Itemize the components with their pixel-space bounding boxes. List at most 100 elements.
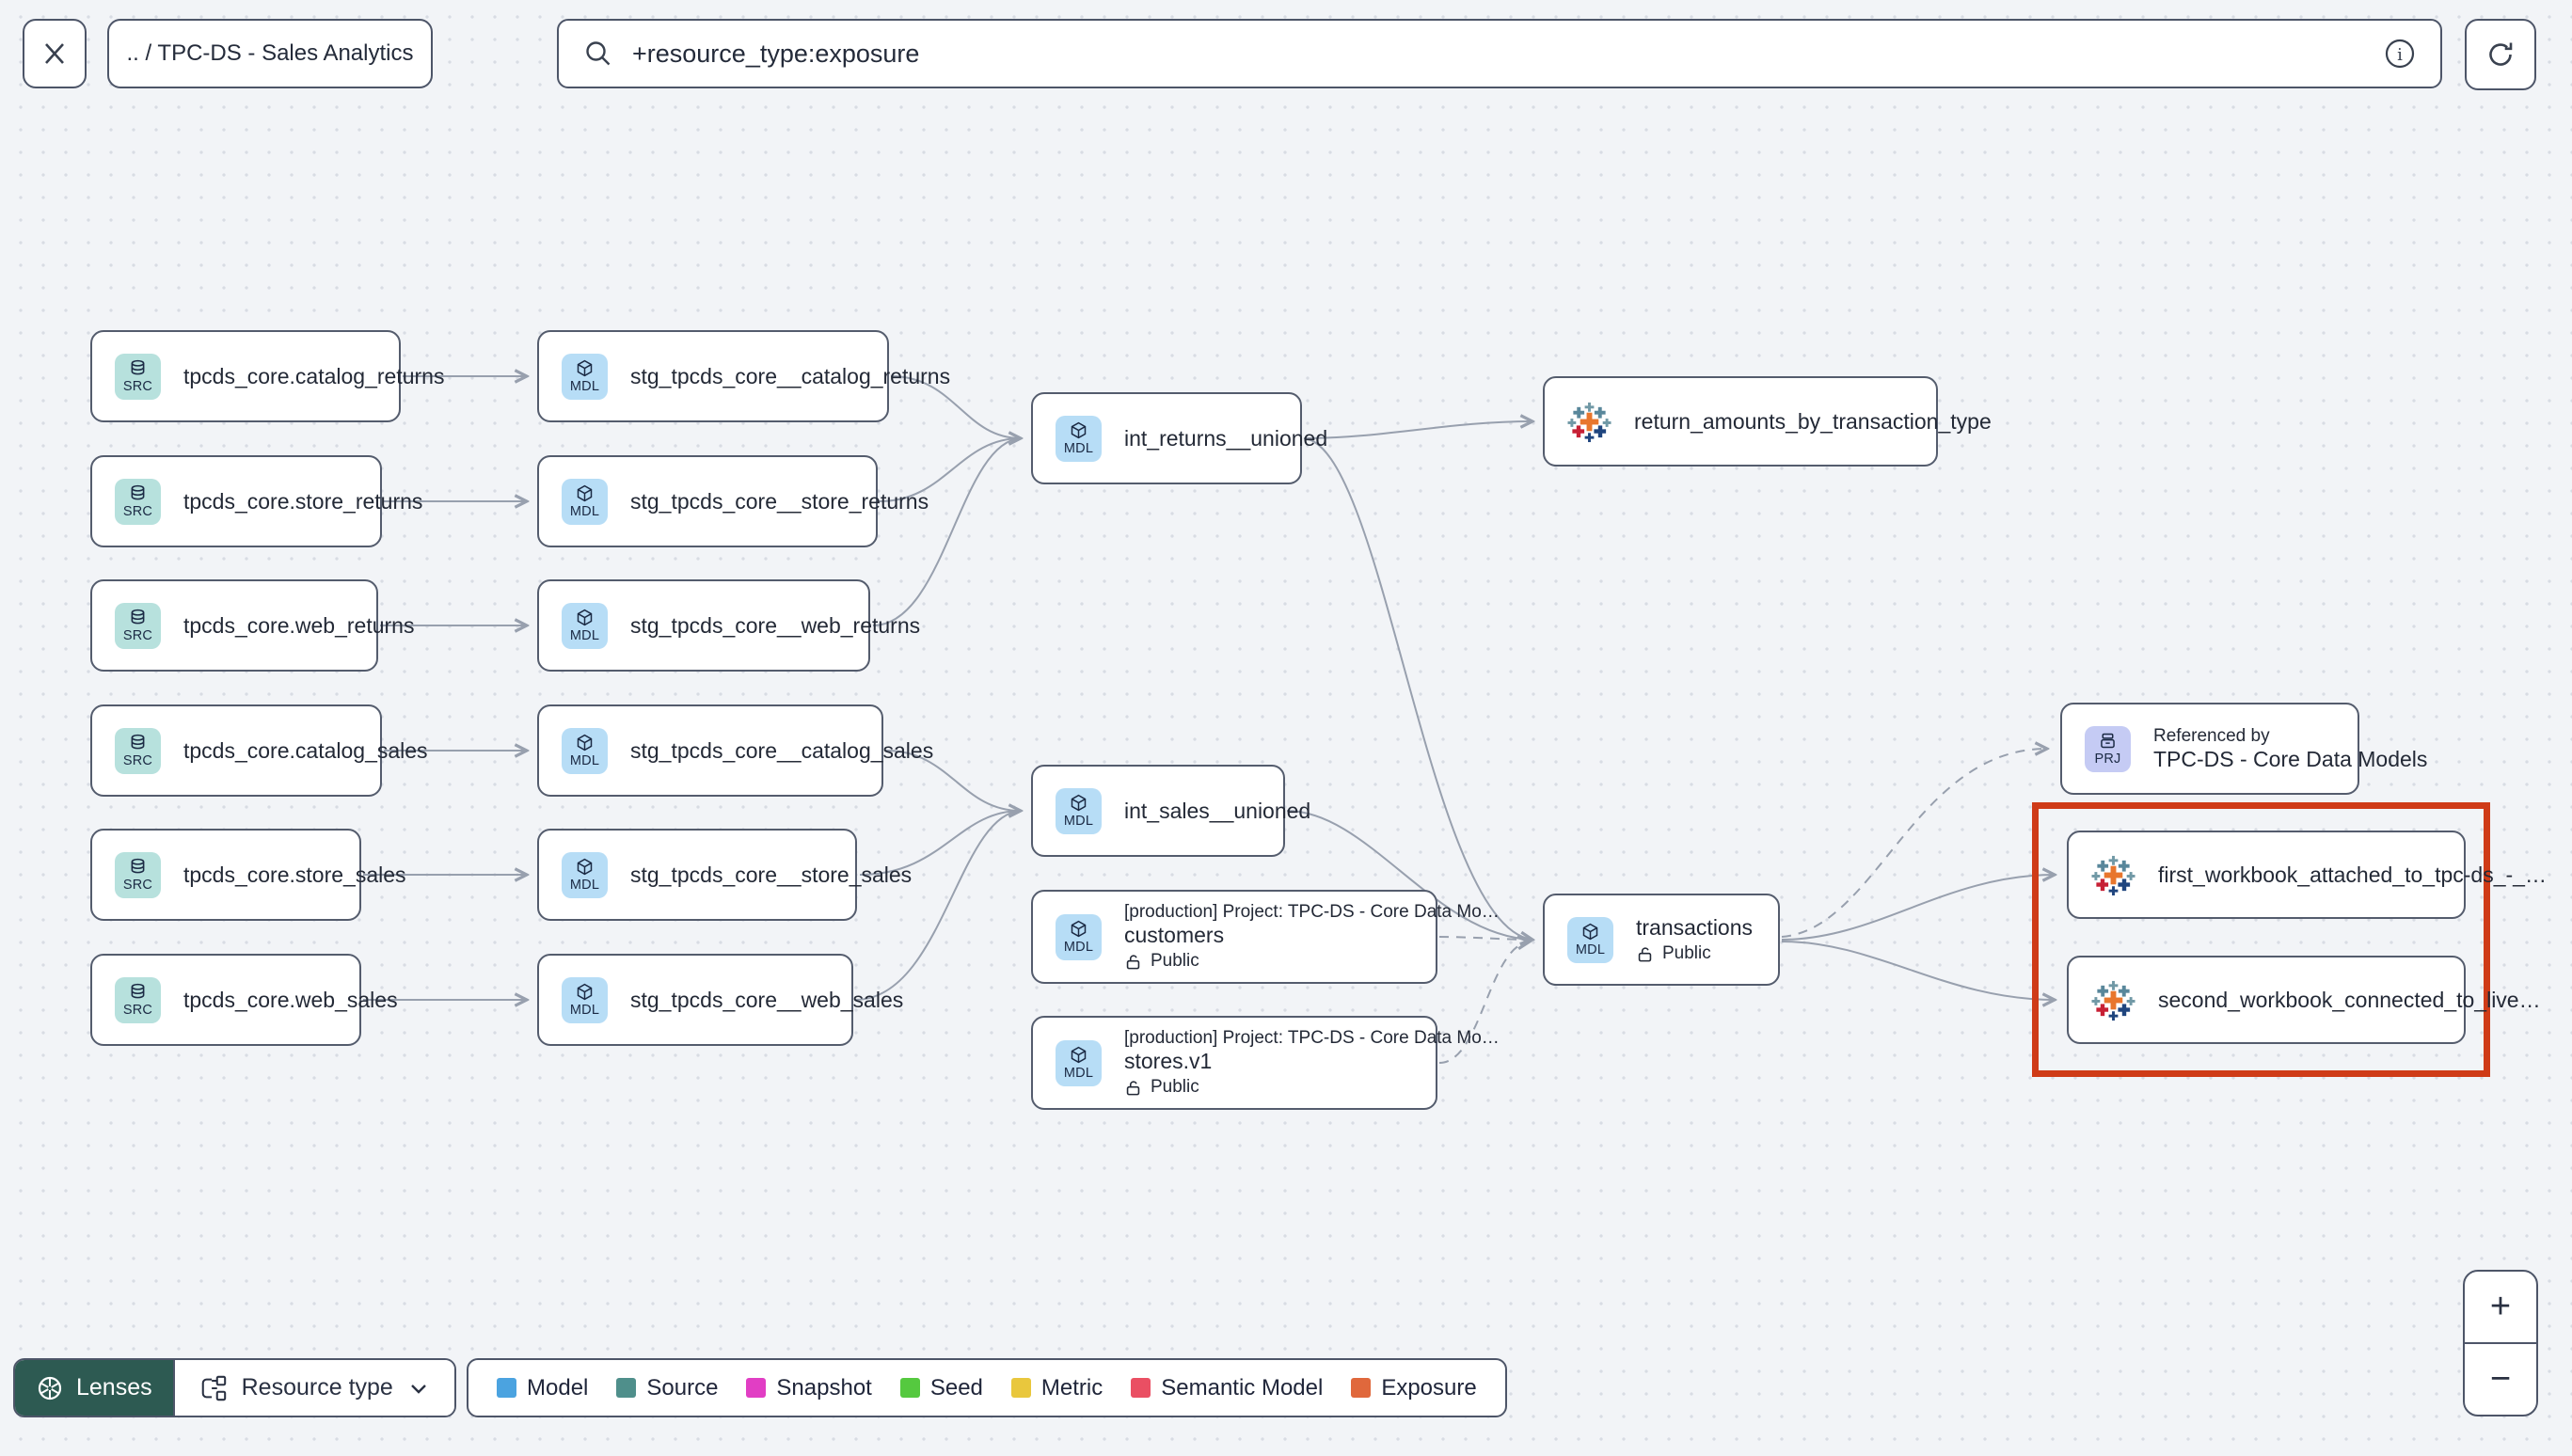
node-stg-catalog-returns[interactable]: MDL stg_tpcds_core__catalog_returns (537, 330, 950, 422)
breadcrumb[interactable]: .. / TPC-DS - Sales Analytics (107, 19, 433, 88)
breadcrumb-label: .. / TPC-DS - Sales Analytics (126, 40, 414, 66)
archive-icon (2101, 734, 2115, 749)
exposure-swatch (1351, 1378, 1372, 1398)
cube-icon (577, 609, 593, 626)
source-badge: SRC (115, 353, 161, 400)
legend-item-model: Model (497, 1375, 588, 1401)
node-exp-second-workbook[interactable]: second_workbook_connected_to_live… (2067, 956, 2541, 1044)
project-label: [production] Project: TPC-DS - Core Data… (1124, 1028, 1500, 1048)
node-stg-store-sales[interactable]: MDL stg_tpcds_core__store_sales (537, 829, 912, 921)
node-stg-catalog-sales[interactable]: MDL stg_tpcds_core__catalog_sales (537, 704, 933, 797)
snapshot-swatch (746, 1378, 767, 1398)
cube-icon (1071, 921, 1087, 938)
resource-type-icon (201, 1375, 226, 1401)
model-badge: MDL (562, 602, 608, 649)
close-button[interactable] (23, 19, 87, 88)
close-icon (45, 43, 64, 64)
cube-icon (577, 735, 593, 752)
model-badge: MDL (562, 727, 608, 774)
source-badge: SRC (115, 851, 161, 898)
cube-icon (577, 984, 593, 1001)
unlock-icon (1126, 1080, 1140, 1095)
node-src-store-sales[interactable]: SRC tpcds_core.store_sales (90, 829, 406, 921)
unlock-icon (1126, 954, 1140, 969)
node-src-store-returns[interactable]: SRC tpcds_core.store_returns (90, 455, 422, 547)
source-badge: SRC (115, 976, 161, 1023)
seed-swatch (899, 1378, 920, 1398)
tableau-icon (2091, 855, 2135, 895)
unlock-icon (1638, 946, 1652, 961)
source-badge: SRC (115, 478, 161, 525)
project-label: [production] Project: TPC-DS - Core Data… (1124, 902, 1500, 922)
resource-type-label: Resource type (241, 1374, 393, 1401)
referenced-by-label: Referenced by (2153, 725, 2270, 746)
legend-item-metric: Metric (1010, 1375, 1103, 1401)
node-customers[interactable]: MDL [production] Project: TPC-DS - Core … (1031, 890, 1500, 984)
resource-type-legend: Model Source Snapshot Seed Metric Semant… (467, 1358, 1507, 1417)
node-int-returns-unioned[interactable]: MDL int_returns__unioned (1031, 392, 1327, 484)
chevron-down-icon (410, 1384, 426, 1394)
node-exp-return-amounts[interactable]: return_amounts_by_transaction_type (1543, 376, 1992, 467)
node-stg-store-returns[interactable]: MDL stg_tpcds_core__store_returns (537, 455, 929, 547)
node-src-web-returns[interactable]: SRC tpcds_core.web_returns (90, 579, 414, 672)
refresh-icon (2489, 42, 2513, 66)
node-src-catalog-returns[interactable]: SRC tpcds_core.catalog_returns (90, 330, 444, 422)
metric-swatch (1010, 1378, 1031, 1398)
legend-item-seed: Seed (899, 1375, 983, 1401)
cube-icon (1071, 1047, 1087, 1064)
semantic-model-swatch (1131, 1378, 1151, 1398)
tableau-icon (2091, 980, 2135, 1021)
lenses-icon (38, 1376, 62, 1400)
node-stores-v1[interactable]: MDL [production] Project: TPC-DS - Core … (1031, 1016, 1500, 1110)
node-src-catalog-sales[interactable]: SRC tpcds_core.catalog_sales (90, 704, 428, 797)
node-int-sales-unioned[interactable]: MDL int_sales__unioned (1031, 765, 1310, 857)
cube-icon (1071, 422, 1087, 439)
node-referenced-by-project[interactable]: PRJ Referenced by TPC-DS - Core Data Mod… (2060, 703, 2427, 795)
model-badge: MDL (1056, 787, 1102, 834)
database-icon (131, 984, 145, 999)
model-badge: MDL (562, 478, 608, 525)
info-icon[interactable]: i (2384, 38, 2416, 70)
search-input[interactable] (630, 38, 2367, 70)
model-badge: MDL (1056, 913, 1102, 960)
zoom-in-button[interactable]: + (2465, 1272, 2536, 1344)
access-label: Public (1151, 1077, 1199, 1097)
project-badge: PRJ (2085, 725, 2131, 772)
database-icon (131, 609, 145, 625)
model-badge: MDL (1056, 1039, 1102, 1086)
lenses-control-group: Lenses Resource type (13, 1358, 456, 1417)
resource-type-dropdown[interactable]: Resource type (172, 1360, 454, 1416)
node-stg-web-returns[interactable]: MDL stg_tpcds_core__web_returns (537, 579, 920, 672)
database-icon (131, 735, 145, 750)
model-badge: MDL (562, 976, 608, 1023)
legend-item-semantic-model: Semantic Model (1131, 1375, 1323, 1401)
model-badge: MDL (562, 851, 608, 898)
node-stg-web-sales[interactable]: MDL stg_tpcds_core__web_sales (537, 954, 903, 1046)
cube-icon (1582, 924, 1598, 941)
model-badge: MDL (562, 353, 608, 400)
legend-item-source: Source (616, 1375, 718, 1401)
lenses-button[interactable]: Lenses (15, 1360, 173, 1416)
access-label: Public (1151, 951, 1199, 971)
database-icon (131, 859, 145, 874)
zoom-control: + − (2463, 1270, 2538, 1416)
search-bar[interactable]: i (557, 19, 2442, 88)
node-exp-first-workbook[interactable]: first_workbook_attached_to_tpc-ds_-_… (2067, 831, 2547, 919)
access-label: Public (1662, 943, 1711, 963)
refresh-button[interactable] (2465, 19, 2536, 90)
zoom-out-button[interactable]: − (2489, 1359, 2512, 1399)
selection-highlight (2032, 802, 2490, 1077)
source-badge: SRC (115, 602, 161, 649)
model-swatch (497, 1378, 516, 1398)
node-src-web-sales[interactable]: SRC tpcds_core.web_sales (90, 954, 398, 1046)
model-badge: MDL (1567, 916, 1613, 963)
cube-icon (577, 360, 593, 377)
node-transactions[interactable]: MDL transactions Public (1543, 894, 1780, 986)
cube-icon (577, 859, 593, 876)
database-icon (131, 485, 145, 500)
search-icon (586, 41, 611, 66)
source-badge: SRC (115, 727, 161, 774)
legend-item-exposure: Exposure (1351, 1375, 1477, 1401)
tableau-icon (1567, 402, 1611, 442)
